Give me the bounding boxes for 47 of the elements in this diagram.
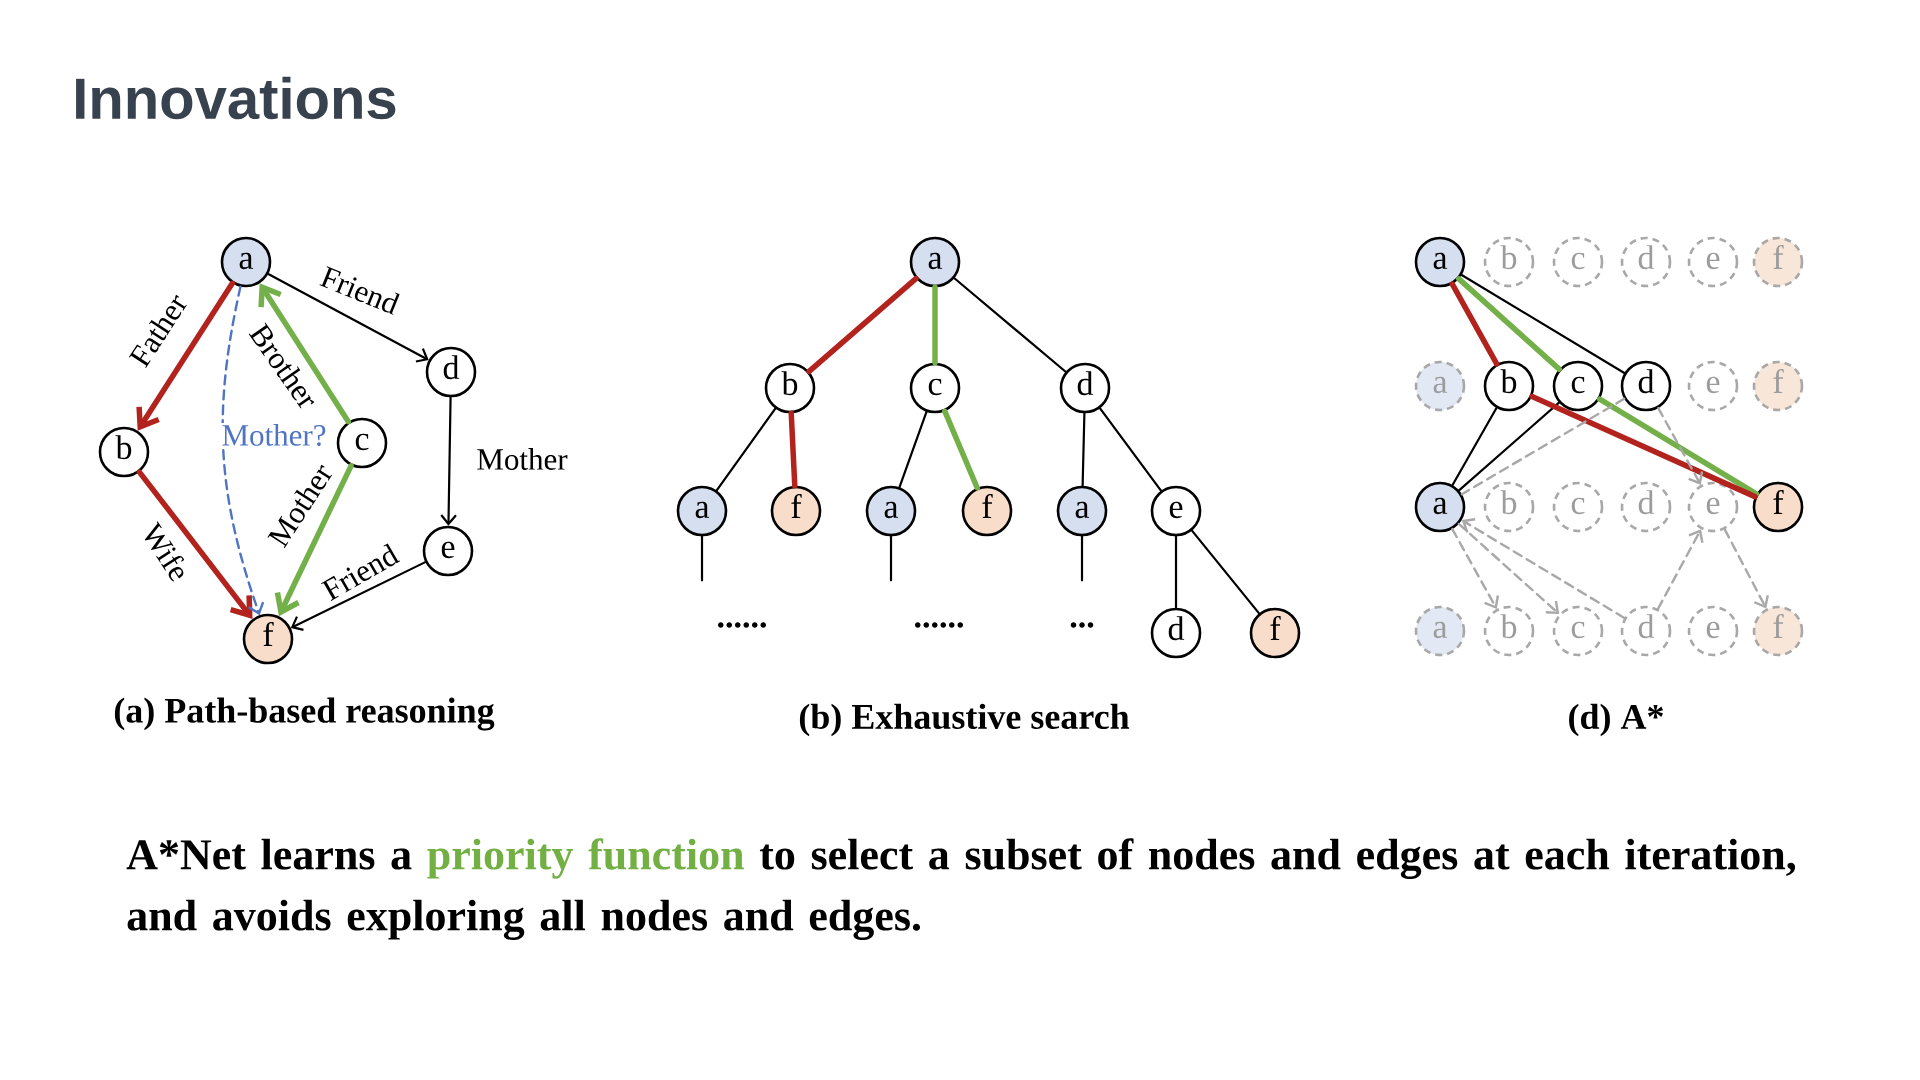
- connector-line: [1098, 407, 1163, 492]
- ellipsis: ......: [915, 622, 963, 628]
- edge-label: Mother: [475, 447, 569, 471]
- connector-line: [1460, 273, 1626, 375]
- connector-line: [1596, 396, 1760, 497]
- connector-line: [932, 284, 938, 366]
- arrow: [1657, 406, 1704, 485]
- connector-line: [953, 277, 1067, 373]
- arrow: [267, 272, 429, 363]
- arrow: [440, 396, 457, 526]
- arrow: [274, 463, 354, 617]
- branch-line: [700, 535, 704, 582]
- connector-line: [788, 410, 798, 489]
- edge-label: Friend: [317, 263, 403, 317]
- panel-caption: (b) Exhaustive search: [799, 703, 1130, 737]
- connector-line: [806, 275, 919, 375]
- connector-line: [942, 408, 980, 491]
- ellipsis: ......: [718, 622, 766, 628]
- connector-line: [1451, 406, 1498, 487]
- connector-line: [1449, 281, 1500, 367]
- connector-line: [1081, 412, 1086, 487]
- arrow: [136, 469, 253, 619]
- sentence: A*Net learns a priority function to select a subset of nodes and edges at each iteration, and avoids exploring all nodes and edges.: [126, 838, 1796, 940]
- arrow: [221, 285, 265, 616]
- connector-line: [715, 407, 777, 492]
- title: Innovations: [76, 76, 396, 120]
- arrow: [1656, 529, 1704, 610]
- arrow: [258, 283, 352, 425]
- edge-label: Mother?: [220, 423, 328, 447]
- panel-caption: (d) A*: [1569, 703, 1663, 737]
- connector-line: [1457, 401, 1561, 492]
- arrow: [1457, 522, 1560, 615]
- arrow: [1451, 527, 1500, 609]
- connector-line: [1460, 397, 1626, 496]
- arrow: [136, 280, 236, 431]
- connector-line: [1529, 393, 1758, 500]
- connector-line: [898, 410, 928, 489]
- panel-caption: (a) Path-based reasoning: [114, 697, 495, 731]
- connector-line: [1174, 535, 1178, 609]
- branch-line: [889, 535, 893, 582]
- arrow: [290, 561, 427, 631]
- connector-line: [1456, 276, 1562, 372]
- arrow: [1461, 518, 1626, 620]
- connector-line: [1190, 529, 1261, 615]
- arrow: [1723, 528, 1769, 609]
- ellipsis: ...: [1070, 622, 1094, 628]
- branch-line: [1080, 535, 1084, 582]
